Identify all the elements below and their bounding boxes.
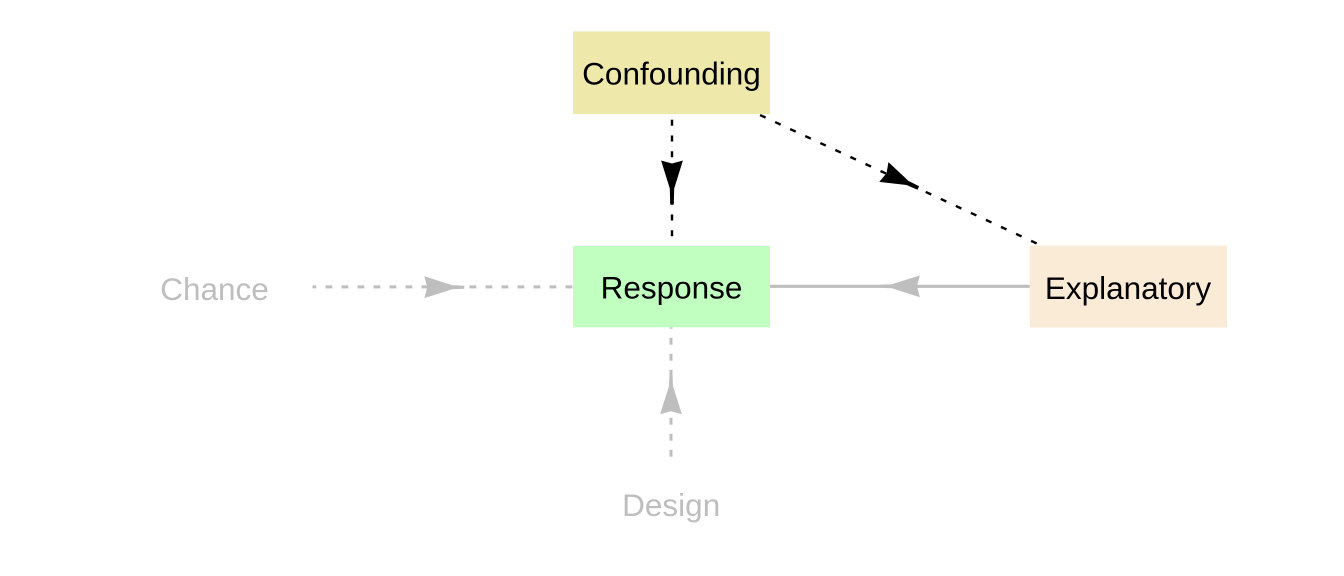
svg-text:Design: Design: [622, 487, 720, 523]
svg-text:Response: Response: [601, 270, 743, 306]
svg-text:Chance: Chance: [160, 271, 269, 307]
svg-text:Explanatory: Explanatory: [1045, 270, 1212, 306]
svg-text:Confounding: Confounding: [582, 55, 761, 91]
